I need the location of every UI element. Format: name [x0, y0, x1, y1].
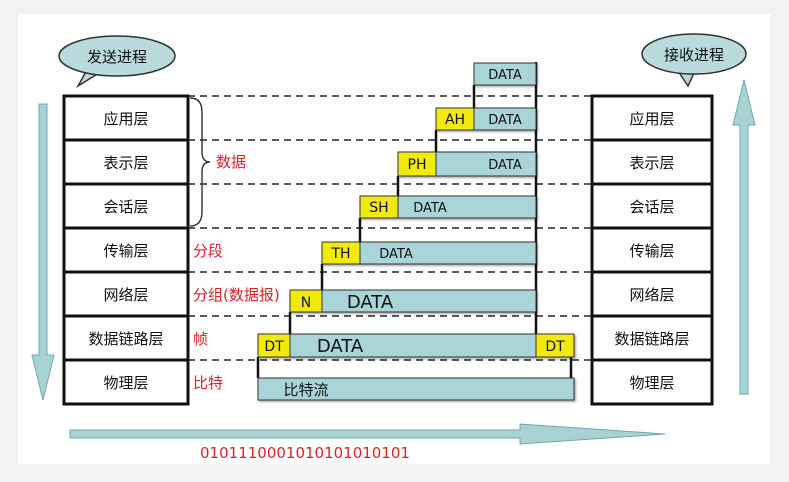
sender-layer-label: 表示层 [103, 154, 148, 172]
sender-layer-label: 数据链路层 [88, 330, 163, 348]
sender-layer-box [62, 270, 190, 318]
payload-block [359, 241, 537, 265]
header-text: PH [408, 157, 427, 173]
header-text: N [301, 295, 311, 311]
payload-block [397, 195, 537, 219]
send-process-bubble: 发送进程 [58, 35, 176, 89]
right-arrow-icon [69, 423, 666, 445]
sender-layer-stack: 应用层 表示层 会话层 传输层 网络层 数据链路层 物理层 [62, 94, 190, 406]
binary-string: 0101110001010101010101 [200, 444, 410, 462]
receiver-layer-box [590, 182, 714, 230]
trailer-block-dt [535, 333, 575, 358]
receiver-layer-box [590, 270, 714, 318]
payload-block [321, 289, 537, 313]
unit-label-data: 数据 [216, 153, 246, 171]
payload-text: DATA [347, 292, 394, 313]
receiver-layer-box [590, 138, 714, 186]
sender-layer-box [62, 358, 190, 406]
sender-layer-box [62, 138, 190, 186]
sender-layer-label: 物理层 [103, 374, 148, 392]
payload-block [473, 107, 537, 131]
bitstream-block [257, 377, 575, 401]
layer-boundary-lines [188, 95, 592, 361]
down-arrow-icon [31, 103, 55, 401]
unit-label-frame: 帧 [193, 330, 208, 348]
sender-layer-label: 应用层 [103, 110, 148, 128]
sender-layer-box [62, 226, 190, 274]
receiver-layer-box [590, 314, 714, 362]
app-data-text: DATA [488, 68, 522, 83]
receiver-layer-label: 会话层 [629, 198, 674, 216]
sender-layer-label: 网络层 [103, 286, 148, 304]
header-block-ph [397, 151, 437, 177]
header-text: AH [445, 112, 465, 128]
bitstream-text: 比特流 [283, 381, 328, 399]
app-data-block [473, 62, 537, 86]
receiver-layer-label: 表示层 [629, 154, 674, 172]
payload-text: DATA [488, 158, 522, 173]
receiver-layer-label: 网络层 [629, 286, 674, 304]
header-text: DT [264, 339, 284, 355]
unit-label-segment: 分段 [193, 242, 223, 260]
payload-text: DATA [488, 113, 522, 128]
send-process-label: 发送进程 [87, 48, 147, 66]
sender-layer-label: 传输层 [103, 242, 148, 260]
sender-layer-label: 会话层 [103, 198, 148, 216]
payload-text: DATA [379, 247, 413, 262]
receiver-layer-label: 数据链路层 [614, 330, 689, 348]
payload-block [435, 151, 537, 177]
unit-label-packet: 分组(数据报) [193, 286, 280, 304]
payload-text: DATA [413, 201, 447, 216]
receiver-layer-label: 应用层 [629, 110, 674, 128]
up-arrow-icon [732, 79, 756, 395]
receive-process-bubble: 接收进程 [641, 33, 747, 88]
receiver-layer-label: 物理层 [629, 374, 674, 392]
header-text: SH [369, 200, 388, 216]
receive-process-label: 接收进程 [664, 46, 724, 64]
unit-label-bit: 比特 [193, 374, 223, 392]
data-brace [189, 97, 211, 227]
encapsulation-stack [257, 62, 575, 401]
receiver-layer-box [590, 226, 714, 274]
receiver-layer-label: 传输层 [629, 242, 674, 260]
trailer-text: DT [545, 339, 565, 355]
header-text: TH [330, 246, 350, 262]
receiver-layer-stack: 应用层 表示层 会话层 传输层 网络层 数据链路层 物理层 [590, 94, 714, 406]
payload-text: DATA [317, 336, 364, 357]
receiver-layer-box [590, 358, 714, 406]
sender-layer-box [62, 182, 190, 230]
